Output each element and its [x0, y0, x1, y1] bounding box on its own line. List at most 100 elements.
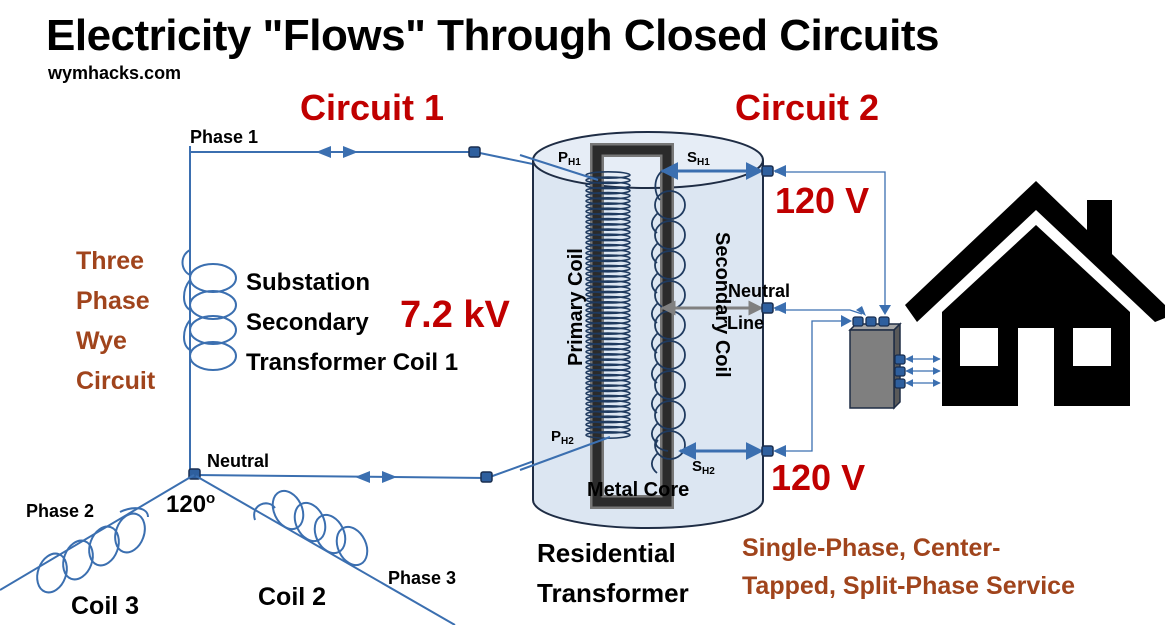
neutral-node-transformer [480, 471, 493, 483]
primary-coil-turn [585, 171, 631, 180]
website-label: wymhacks.com [48, 63, 182, 83]
coil3-icon [36, 507, 149, 594]
secondary-coil-turn [654, 340, 686, 370]
primary-coil-turn [585, 191, 631, 200]
primary-coil-label: Primary Coil [565, 248, 587, 366]
neutral-line-label-2: Line [727, 313, 765, 333]
coil-label-line: Substation [246, 269, 370, 296]
transformer-caption-2: Transformer [537, 578, 689, 608]
primary-coil-turn [585, 259, 631, 268]
primary-coil-turn [585, 415, 631, 424]
primary-coil-turn [585, 410, 631, 419]
primary-coil-turn [585, 290, 631, 299]
primary-coil-turn [585, 280, 631, 289]
electric-meter-icon [848, 316, 906, 410]
primary-coil-turn [585, 373, 631, 382]
primary-coil-turn [585, 202, 631, 211]
transformer-caption-1: Residential [537, 538, 676, 568]
house-icon [905, 181, 1165, 406]
circuit2-label: Circuit 2 [735, 87, 880, 128]
primary-coil-turn [585, 363, 631, 372]
service-caption-2: Tapped, Split-Phase Service [742, 572, 1075, 600]
degree-mark: o [206, 490, 216, 507]
ph2-sub: H2 [561, 436, 574, 447]
angle-label: 120o [166, 491, 215, 517]
wye-label-line: Phase [76, 287, 150, 315]
coil2-label: Coil 2 [258, 583, 327, 611]
primary-coil-turn [585, 404, 631, 413]
ph2-label: PH2 [551, 429, 574, 447]
wye-label-line: Circuit [76, 367, 156, 395]
primary-coil-turn [585, 394, 631, 403]
phase1-flow-arrows [316, 146, 358, 158]
phase1-node [468, 146, 481, 158]
sh1-terminal [761, 165, 774, 177]
sh2-label: SH2 [692, 459, 715, 477]
primary-coil-turn [585, 332, 631, 341]
primary-coil-icon [585, 171, 631, 439]
secondary-coil-turn [654, 250, 686, 280]
coil1-icon [181, 249, 237, 371]
secondary-coil-turn [654, 400, 686, 430]
primary-coil-turn [585, 425, 631, 434]
primary-coil-turn [585, 420, 631, 429]
primary-coil-turn [585, 311, 631, 320]
sh1-sub: H1 [697, 157, 710, 168]
metal-core-label: Metal Core [587, 479, 690, 501]
neutral-flow-arrows [355, 471, 397, 483]
primary-coil-turn [585, 217, 631, 226]
primary-coil-turn [585, 238, 631, 247]
primary-coil-turn [585, 285, 631, 294]
primary-coil-turn [585, 389, 631, 398]
primary-lead-top [519, 154, 599, 181]
primary-coil-turn [585, 326, 631, 335]
ph1-main: P [558, 149, 569, 166]
primary-coil-turn [585, 249, 631, 258]
coil-label-line: Secondary [246, 309, 369, 336]
primary-coil-turn [585, 207, 631, 216]
primary-coil-turn [585, 337, 631, 346]
primary-coil-turn [585, 233, 631, 242]
sh2-main: S [692, 458, 703, 475]
primary-coil-turn [585, 358, 631, 367]
primary-coil-turn [585, 176, 631, 185]
neutral-line-label-1: Neutral [728, 281, 791, 301]
neutral-terminal [761, 302, 774, 314]
primary-coil-turn [585, 399, 631, 408]
primary-coil-turn [585, 300, 631, 309]
coil-label-line: Transformer Coil 1 [246, 349, 459, 376]
primary-coil-turn [585, 342, 631, 351]
substation-voltage: 7.2 kV [400, 294, 510, 336]
sh1-main: S [687, 149, 698, 166]
primary-coil-turn [585, 352, 631, 361]
wye-label-line: Three [76, 247, 145, 275]
primary-coil-turn [585, 321, 631, 330]
secondary-coil-lead [650, 170, 669, 474]
circuit1-label: Circuit 1 [300, 87, 445, 128]
primary-coil-turn [585, 384, 631, 393]
primary-coil-turn [585, 186, 631, 195]
primary-coil-turn [585, 295, 631, 304]
coil2-icon [253, 489, 369, 567]
ph1-sub: H1 [568, 157, 581, 168]
phase2-label: Phase 2 [26, 501, 95, 521]
secondary-coil-label: Secondary Coil [711, 232, 733, 378]
primary-coil-turn [585, 223, 631, 232]
primary-coil-turn [585, 347, 631, 356]
primary-coil-turn [585, 274, 631, 283]
phase3-label: Phase 3 [388, 568, 457, 588]
sh1-label: SH1 [687, 150, 710, 168]
primary-coil-turn [585, 269, 631, 278]
primary-coil-turn [585, 228, 631, 237]
primary-coil-turn [585, 264, 631, 273]
secondary-coil-turn [654, 220, 686, 250]
neutral-label: Neutral [207, 451, 270, 471]
coil3-label: Coil 3 [71, 592, 140, 620]
wye-label-line: Wye [76, 327, 127, 355]
phase1-label: Phase 1 [190, 127, 259, 147]
secondary-coil-turn [654, 190, 686, 220]
service-caption-1: Single-Phase, Center- [742, 534, 1001, 562]
primary-coil-turn [585, 316, 631, 325]
